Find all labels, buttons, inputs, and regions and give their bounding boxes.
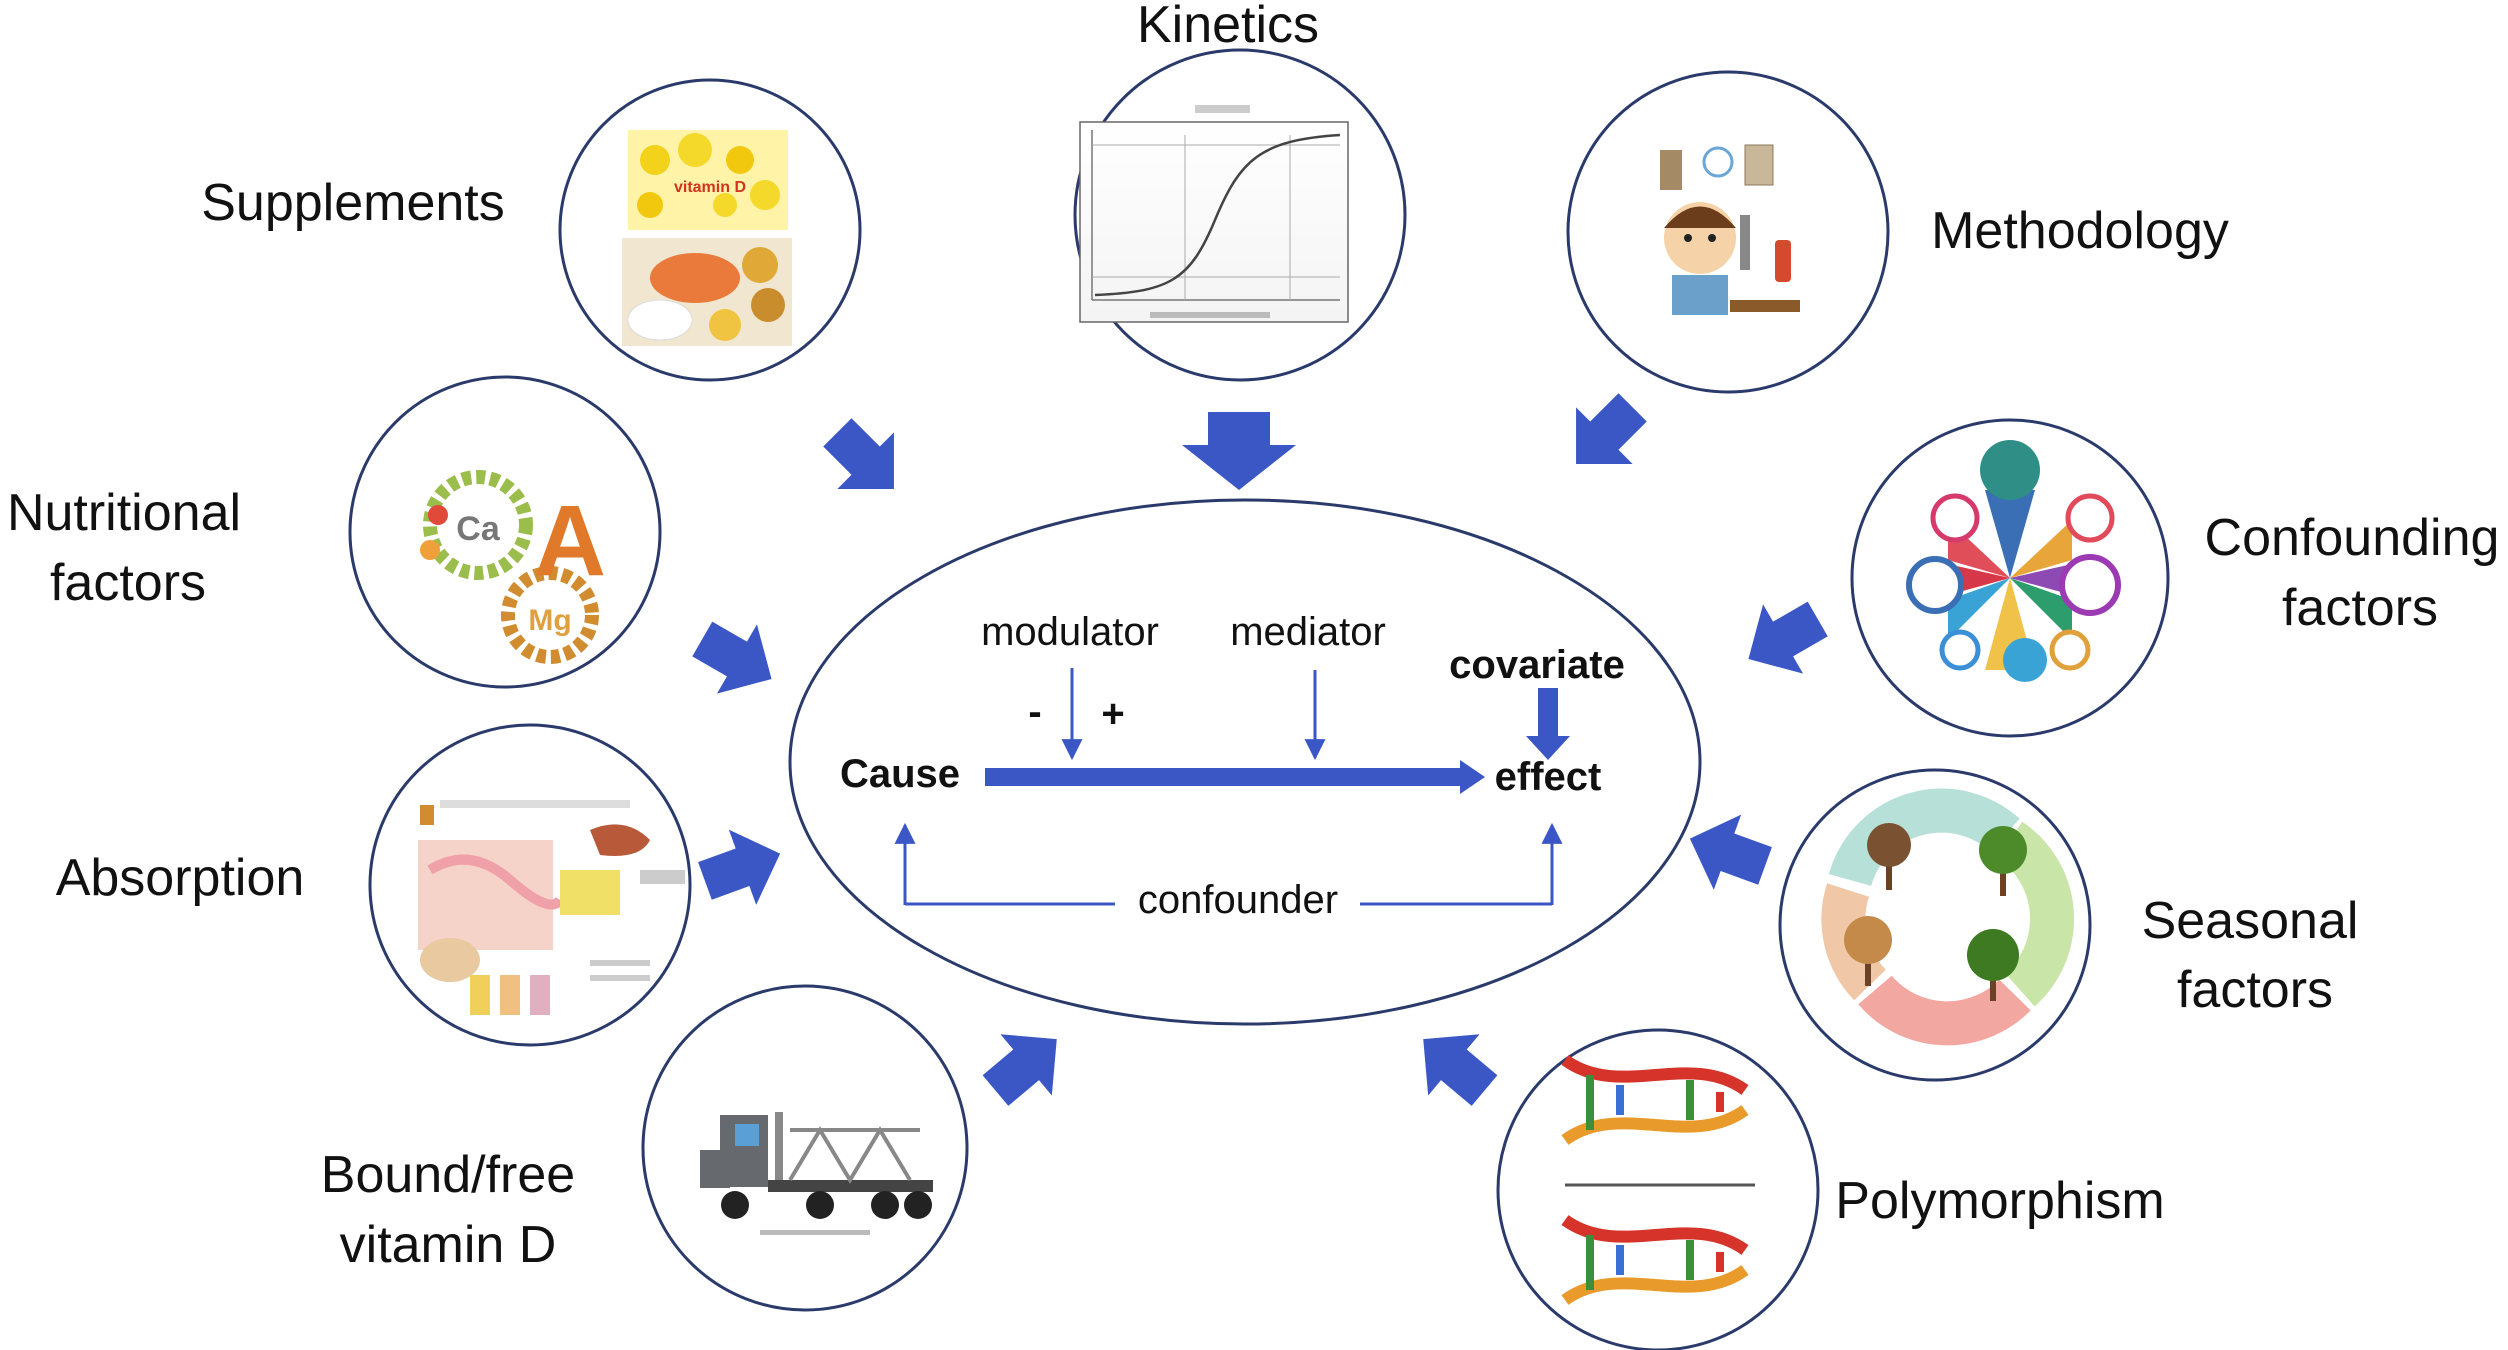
- modulator-label: modulator: [981, 610, 1159, 654]
- factor-arrows: [692, 393, 1828, 1106]
- arrow-supplements: [823, 418, 894, 489]
- nutritional-ca: Ca: [456, 510, 501, 548]
- label-nutritional-2: factors: [50, 554, 206, 612]
- polymorphism-circle: [1496, 1028, 1820, 1350]
- effect-label: effect: [1495, 755, 1602, 799]
- covariate-arrow: [1526, 688, 1570, 760]
- cause-label: Cause: [840, 752, 960, 796]
- label-methodology: Methodology: [1931, 202, 2229, 260]
- arrow-absorption: [698, 829, 781, 905]
- arrow-seasonal: [1689, 814, 1772, 890]
- label-absorption: Absorption: [56, 849, 305, 907]
- label-seasonal-1: Seasonal: [2142, 892, 2359, 950]
- nutritional-circle: Ca A Mg: [348, 375, 662, 689]
- plus-sign: +: [1101, 692, 1124, 736]
- label-confounding-1: Confounding: [2205, 509, 2500, 567]
- cause-effect-arrow: [985, 760, 1485, 794]
- arrow-polymorphism: [1423, 1034, 1498, 1106]
- supplements-thumb-text: vitamin D: [674, 179, 746, 196]
- methodology-circle: [1566, 70, 1890, 394]
- confounder-label: confounder: [1138, 878, 1338, 922]
- bound-free-circle: [641, 984, 969, 1312]
- seasonal-circle: [1778, 768, 2092, 1082]
- absorption-circle: [368, 723, 692, 1047]
- causal-model: modulator mediator covariate - + Cause e…: [840, 610, 1625, 922]
- label-seasonal-2: factors: [2177, 961, 2333, 1019]
- nutritional-a: A: [534, 485, 606, 597]
- arrow-kinetics: [1182, 412, 1296, 490]
- minus-sign: -: [1028, 690, 1041, 734]
- arrow-nutritional: [692, 621, 772, 694]
- label-bound-free-2: vitamin D: [340, 1216, 557, 1274]
- nutritional-mg: Mg: [528, 604, 571, 637]
- confounding-circle: [1850, 418, 2170, 738]
- label-nutritional-1: Nutritional: [7, 484, 241, 542]
- covariate-label: covariate: [1449, 643, 1625, 687]
- mediator-label: mediator: [1230, 610, 1386, 654]
- label-polymorphism: Polymorphism: [1835, 1172, 2164, 1230]
- arrow-methodology: [1576, 393, 1647, 464]
- supplements-circle: vitamin D: [558, 78, 862, 382]
- label-kinetics: Kinetics: [1137, 0, 1319, 54]
- label-confounding-2: factors: [2282, 579, 2438, 637]
- arrow-bound-free: [982, 1034, 1057, 1106]
- kinetics-circle: [1073, 48, 1407, 382]
- label-supplements: Supplements: [201, 174, 505, 232]
- label-bound-free-1: Bound/free: [321, 1146, 575, 1204]
- central-ellipse: [788, 498, 1702, 1026]
- arrow-confounding: [1748, 601, 1828, 674]
